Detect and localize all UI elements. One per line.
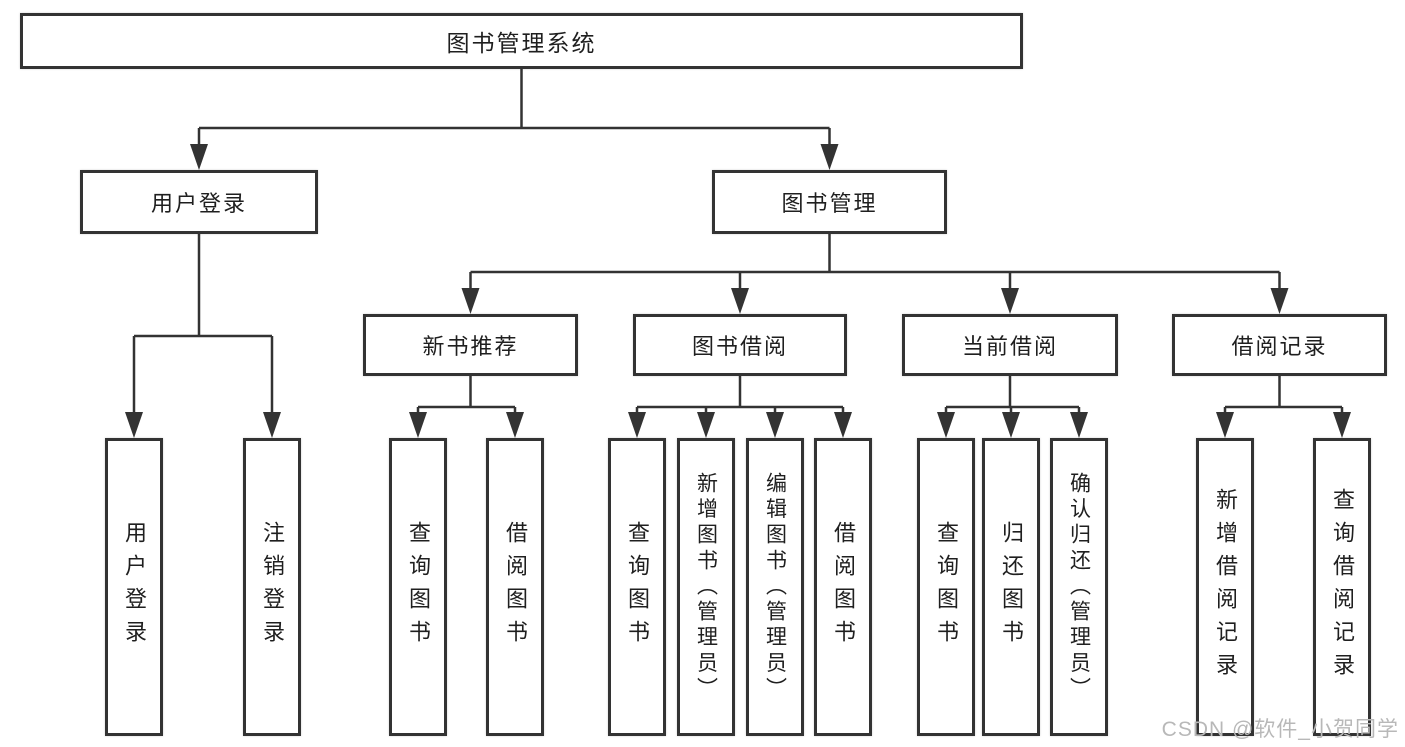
leaf-query-books-borrow-label: 查询图书 (625, 521, 650, 653)
leaf-user-login-label: 用户登录 (122, 521, 147, 653)
leaf-borrow-books-recommend-label: 借阅图书 (503, 521, 528, 653)
leaf-logout-label: 注销登录 (260, 521, 285, 653)
node-borrowing-records: 借阅记录 (1172, 314, 1387, 376)
node-current-borrowing: 当前借阅 (902, 314, 1118, 376)
leaf-query-borrow-record-label: 查询借阅记录 (1330, 488, 1355, 686)
leaf-borrow-books: 借阅图书 (814, 438, 872, 736)
leaf-add-borrow-record: 新增借阅记录 (1196, 438, 1254, 736)
leaf-borrow-books-recommend: 借阅图书 (486, 438, 544, 736)
csdn-watermark: CSDN @软件_小贺同学 (1161, 718, 1399, 741)
leaf-add-borrow-record-label: 新增借阅记录 (1213, 488, 1238, 686)
leaf-query-borrow-record: 查询借阅记录 (1313, 438, 1371, 736)
leaf-edit-books-admin-label: 编辑图书（管理员） (763, 471, 787, 703)
leaf-logout: 注销登录 (243, 438, 301, 736)
node-library-management-system: 图书管理系统 (20, 13, 1023, 69)
leaf-query-books-recommend-label: 查询图书 (406, 521, 431, 653)
leaf-query-books-borrow: 查询图书 (608, 438, 666, 736)
leaf-return-books-label: 归还图书 (999, 521, 1024, 653)
node-book-borrowing: 图书借阅 (633, 314, 847, 376)
node-user-login: 用户登录 (80, 170, 318, 234)
leaf-query-books-current-label: 查询图书 (934, 521, 959, 653)
leaf-edit-books-admin: 编辑图书（管理员） (746, 438, 804, 736)
leaf-confirm-return-admin: 确认归还（管理员） (1050, 438, 1108, 736)
leaf-add-books-admin: 新增图书（管理员） (677, 438, 735, 736)
leaf-return-books: 归还图书 (982, 438, 1040, 736)
leaf-add-books-admin-label: 新增图书（管理员） (694, 471, 718, 703)
leaf-user-login: 用户登录 (105, 438, 163, 736)
node-book-management: 图书管理 (712, 170, 947, 234)
leaf-query-books-recommend: 查询图书 (389, 438, 447, 736)
leaf-borrow-books-label: 借阅图书 (831, 521, 856, 653)
leaf-confirm-return-admin-label: 确认归还（管理员） (1067, 471, 1091, 703)
node-new-book-recommend: 新书推荐 (363, 314, 578, 376)
leaf-query-books-current: 查询图书 (917, 438, 975, 736)
